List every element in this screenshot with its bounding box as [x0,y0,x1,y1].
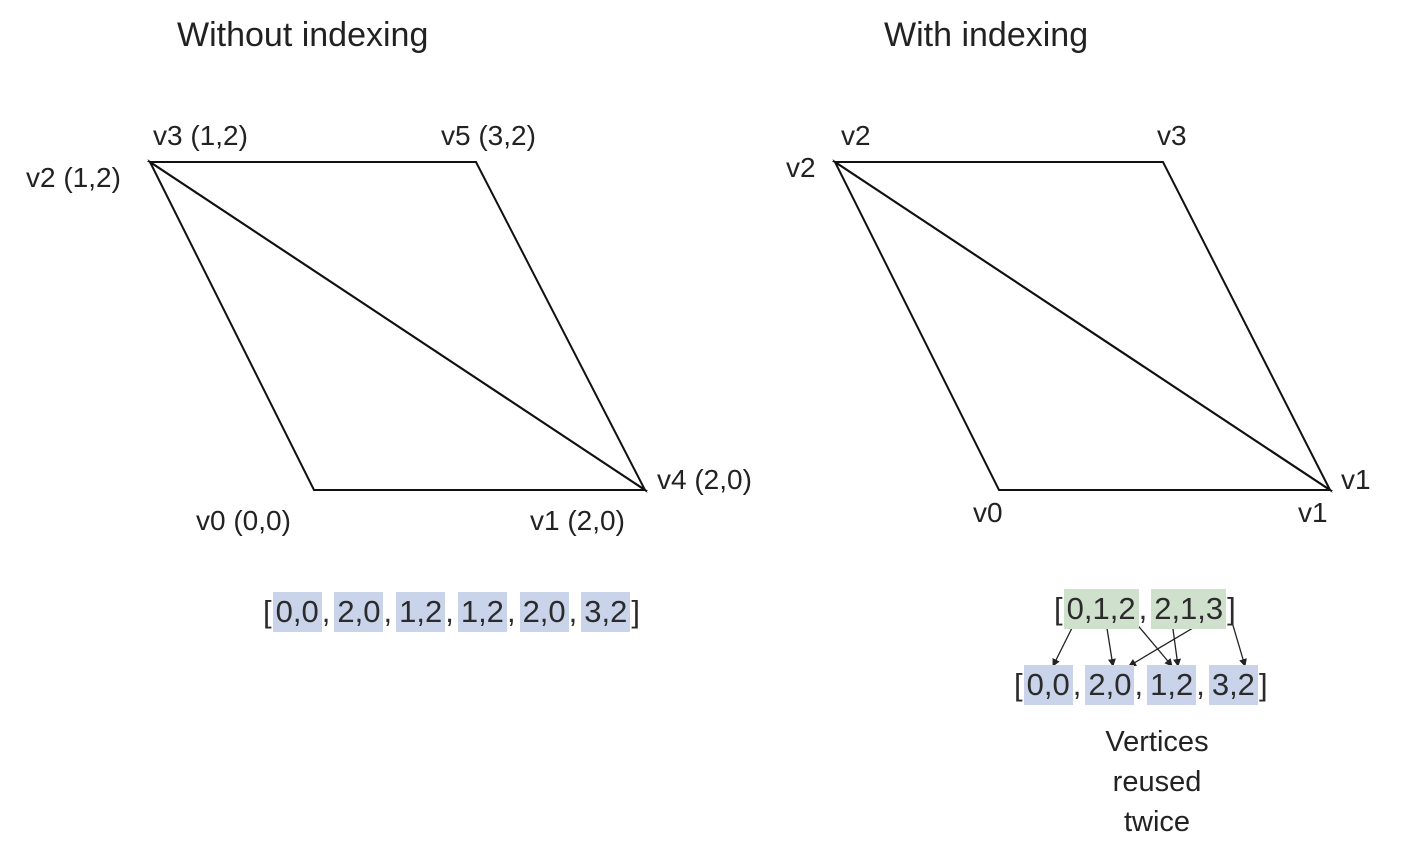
right-label-v2-left: v2 [786,152,816,183]
left-label-v1: v1 (2,0) [530,505,625,536]
vertex-chip: 2,0 [519,592,569,632]
right-label-v0: v0 [973,497,1003,528]
vertex-chip: 1,2 [1147,665,1197,705]
arrow-2-to-v2 [1134,621,1173,667]
open-bracket: [ [1014,667,1023,702]
left-label-v0: v0 (0,0) [196,505,291,536]
arrow-3-to-v3 [1231,621,1247,667]
vertex-chip: 0,0 [1023,665,1073,705]
right-label-v1-bottom: v1 [1298,497,1328,528]
left-vertex-array: [ 0,0, 2,0, 1,2, 1,2, 2,0, 3,2 ] [262,592,641,632]
vertex-chip: 0,0 [272,592,322,632]
right-label-v3: v3 [1157,120,1187,151]
arrow-1-to-v1 [1105,621,1116,667]
vertex-chip: 3,2 [1208,665,1258,705]
vertex-chip: 2,0 [334,592,384,632]
caption-line: twice [1123,806,1191,838]
index-chip: 2,1,3 [1151,589,1227,629]
left-label-v5: v5 (3,2) [441,120,536,151]
caption-line: reused [1112,766,1202,798]
left-label-v4: v4 (2,0) [657,464,752,495]
close-bracket: ] [631,594,641,629]
comma: , [1072,667,1082,702]
right-panel-title: With indexing [884,16,1089,54]
vertex-chip: 1,2 [457,592,507,632]
open-bracket: [ [1054,591,1063,626]
comma: , [445,594,454,629]
arrow-2b-to-v2 [1171,621,1182,667]
arrow-1b-to-v1 [1128,621,1204,667]
comma: , [321,594,331,629]
comma: , [1134,667,1144,702]
comma: , [506,594,516,629]
arrow-0-to-v0 [1052,621,1076,667]
comma: , [383,594,393,629]
close-bracket: ] [1227,591,1236,626]
vertex-chip: 3,2 [581,592,631,632]
right-mesh [831,159,1334,493]
comma: , [568,594,578,629]
comma: , [1138,591,1148,626]
right-label-v2-top: v2 [841,120,871,151]
left-panel-title: Without indexing [177,16,429,54]
right-label-v1-right: v1 [1341,464,1371,495]
index-array: [ 0,1,2, 2,1,3 ] [1053,589,1237,629]
right-vertex-array: [ 0,0, 2,0, 1,2, 3,2 ] [1013,665,1269,705]
index-arrows [1052,621,1247,667]
left-label-v2: v2 (1,2) [26,162,121,193]
open-bracket: [ [263,594,272,629]
right-triangle-b [831,161,1333,493]
left-label-v3: v3 (1,2) [153,120,248,151]
left-triangle-b [146,161,648,493]
reuse-caption: Vertices reused twice [1072,722,1242,842]
vertex-chip: 1,2 [396,592,446,632]
index-chip: 0,1,2 [1063,589,1139,629]
vertex-chip: 2,0 [1085,665,1135,705]
left-mesh [146,159,649,493]
caption-line: Vertices [1105,726,1209,758]
comma: , [1196,667,1205,702]
close-bracket: ] [1258,667,1268,702]
